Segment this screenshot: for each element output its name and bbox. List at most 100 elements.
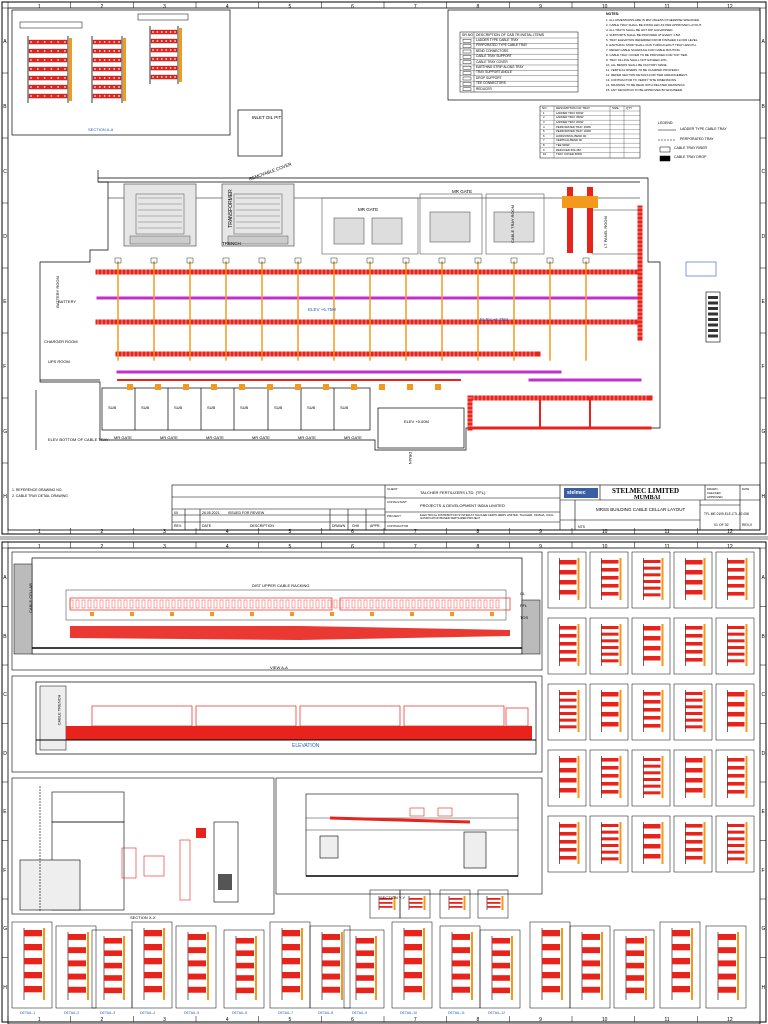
- detail-tier: [601, 782, 619, 786]
- cable-dot: [165, 67, 167, 69]
- detail-tier: [601, 702, 619, 707]
- note-line: 8. CABLE TRAY COVER TO BE PROVIDED FOR T…: [606, 53, 688, 57]
- cable-dot: [103, 77, 106, 79]
- detail-earth: [619, 558, 622, 600]
- elev-tray-segment: [237, 599, 242, 609]
- cable-dot: [156, 31, 159, 33]
- cable-dot: [37, 86, 39, 88]
- detail-caption: DETAIL-3: [100, 1011, 116, 1015]
- elevation-caption: ELEVATION: [292, 743, 320, 749]
- detail-tier: [559, 856, 577, 860]
- legend-table-frame: [459, 31, 579, 93]
- detail-tier: [727, 702, 745, 707]
- elev-tray-segment: [447, 599, 452, 609]
- elev-tray-segment: [429, 599, 434, 609]
- cable-dot: [156, 49, 159, 51]
- bottom-detail-grid: [11, 921, 747, 1009]
- schedule-row-no: 10: [543, 152, 547, 157]
- note-line: 14. DRAWING TO BE READ WITH RELATED DRAW…: [606, 83, 686, 87]
- legend-row-text: LADDER TYPE CABLE TRAY: [476, 38, 519, 42]
- cable-dot: [37, 50, 39, 52]
- cable-dot: [103, 95, 106, 97]
- detail-earth: [703, 624, 706, 666]
- detail-tier: [685, 788, 703, 793]
- detail-frame: [547, 617, 587, 675]
- schedule-row-no: 4: [543, 124, 545, 129]
- detail-tier: [236, 938, 254, 944]
- sheet-number: 01 OF 02: [714, 523, 729, 527]
- elev-tray-segment: [93, 599, 98, 609]
- detail-tier: [643, 656, 661, 661]
- detail-frame: [11, 921, 53, 1009]
- detail-tier: [104, 987, 122, 994]
- note-line: 4. SUPPORTS SHALL BE PROVIDED AT EVERY 1…: [606, 33, 681, 37]
- grid-column-number: 12: [727, 543, 733, 550]
- detail-frame: [631, 617, 671, 675]
- grid-column-number: 10: [601, 529, 608, 535]
- detail-frame: [673, 683, 713, 741]
- grid-column-number: 8: [476, 3, 480, 10]
- legend-row-text: BEND CONNECTORS: [476, 48, 509, 53]
- cable-tray-network: [95, 187, 653, 431]
- rack-tier: [28, 66, 68, 72]
- detail-tier: [24, 958, 42, 965]
- detail-earth: [341, 932, 343, 1000]
- rev-date: 26.05.2021: [202, 511, 220, 515]
- cable-dot: [103, 50, 106, 52]
- cable-dot: [37, 68, 39, 70]
- detail-earth: [619, 756, 622, 798]
- detail-tier: [685, 658, 703, 662]
- legend-symbols-title: LEGEND:: [658, 121, 674, 125]
- detail-caption: DETAIL-2: [64, 1011, 80, 1015]
- detail-earth: [703, 558, 706, 600]
- tb-field: DRAWN: [707, 487, 718, 491]
- tb-field: DATE: [742, 487, 750, 491]
- cable-dot: [118, 50, 120, 52]
- detail-earth: [703, 756, 706, 798]
- footnote-1: 1. REFERENCE DRAWING NO.: [12, 488, 63, 492]
- detail-frame: [399, 889, 431, 919]
- schedule-row-text: TRAY COVER 600W: [556, 152, 583, 157]
- legend-row-text: DROP SUPPORT: [476, 75, 502, 80]
- schedule-header-no: NO.: [542, 106, 548, 110]
- detail-tier: [282, 972, 300, 979]
- detail-tier: [643, 626, 661, 631]
- cable-dot: [94, 50, 96, 52]
- elev-tray-segment: [387, 599, 392, 609]
- elev-tray-segment: [195, 599, 200, 609]
- detail-tier: [487, 902, 501, 904]
- detail-earth: [123, 936, 125, 1000]
- detail-tier: [643, 824, 661, 829]
- detail-tier: [404, 986, 422, 993]
- notes-box: [447, 9, 761, 101]
- panel-rooms: [321, 193, 639, 255]
- elev-tray-segment: [477, 599, 482, 609]
- detail-tier: [601, 844, 619, 847]
- earth-strip: [179, 28, 182, 82]
- cable-dot: [161, 49, 163, 51]
- detail-tier: [685, 692, 703, 695]
- detail-tier: [685, 848, 703, 852]
- grid-column-number: 3: [163, 3, 166, 10]
- transformer-label: TRANSFORMER: [227, 189, 234, 228]
- cable-dot: [43, 95, 46, 97]
- detail-frame: [547, 815, 587, 873]
- cable-dot: [94, 68, 96, 70]
- detail-tier: [727, 758, 745, 762]
- drop-box: [546, 257, 554, 264]
- detail-tier: [601, 722, 619, 727]
- detail-tier: [685, 718, 703, 722]
- cable-dot: [43, 77, 46, 79]
- detail-tier: [559, 580, 577, 585]
- section-y-caption: SECTION Y-Y: [380, 895, 406, 900]
- grid-column-number: 2: [100, 529, 104, 535]
- detail-tier: [727, 576, 745, 580]
- legend-row-text: REDUCER: [476, 86, 492, 91]
- detail-frame: [589, 617, 629, 675]
- cable-dot: [113, 95, 115, 97]
- right-detail-grid: [547, 551, 755, 873]
- detail-tier: [282, 986, 300, 993]
- cable-dot: [57, 86, 59, 88]
- detail-tier: [643, 724, 661, 728]
- detail-tier: [282, 958, 300, 965]
